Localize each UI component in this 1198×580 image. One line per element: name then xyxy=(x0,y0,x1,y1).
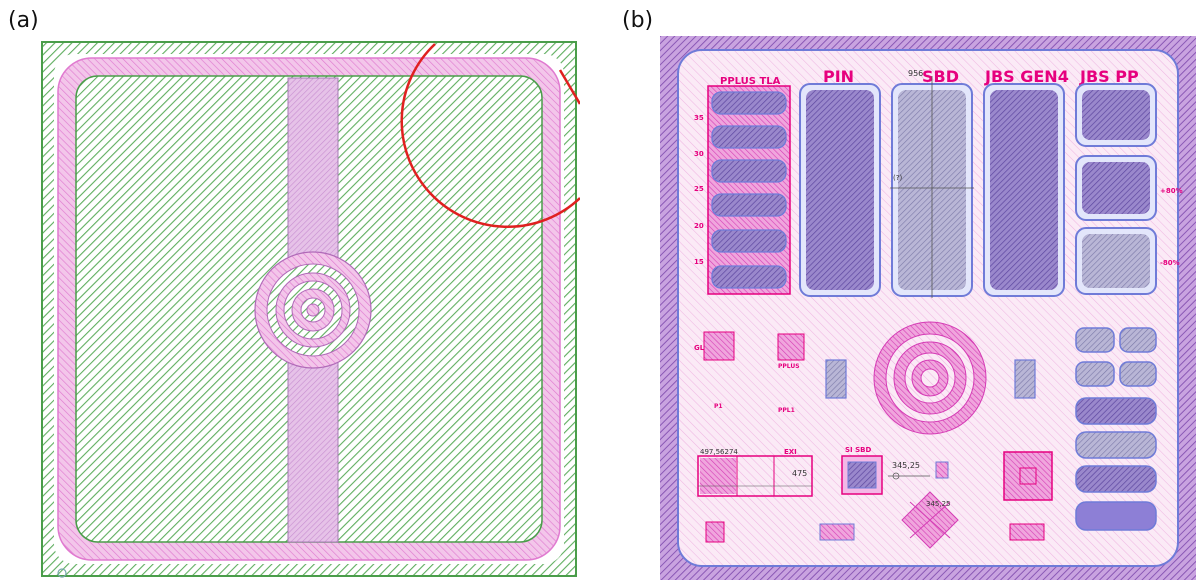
bottom-block-2 xyxy=(819,523,855,541)
lbl-35: 35 xyxy=(694,114,704,122)
measure-top: 956 xyxy=(908,69,923,78)
ring-core xyxy=(306,303,320,317)
title-jbs-pp: JBS PP xyxy=(1079,67,1139,86)
lbl-plus80: +80% xyxy=(1160,187,1183,195)
lbl-gl: GL xyxy=(694,344,705,352)
measure-left: (?) xyxy=(893,174,902,182)
corner-marker-icon xyxy=(57,568,67,578)
lbl-ppl1: PPL1 xyxy=(778,407,795,414)
bottom-box-label-right: EXI xyxy=(784,448,797,456)
lbl-25: 25 xyxy=(694,185,704,193)
red-line xyxy=(558,69,580,105)
layout-b: PPLUS TLA PIN SBD JBS GEN4 JBS PP 956 35… xyxy=(660,36,1196,580)
dim-345-2: 345,25 xyxy=(926,500,951,508)
jbs-gen4-pad xyxy=(990,90,1058,290)
dim-345: 345,25 xyxy=(892,461,920,470)
jbs-pp-pad-1 xyxy=(1082,90,1150,140)
pin-pad xyxy=(806,90,874,290)
bottom-box-row xyxy=(697,455,813,497)
small-cell xyxy=(935,461,949,479)
jbs-pp-pad-2 xyxy=(1082,162,1150,214)
red-arc xyxy=(400,43,580,228)
small-pad-left xyxy=(825,359,847,399)
si-sbd-pad xyxy=(847,461,877,489)
gl-structure xyxy=(703,331,735,361)
panel-a-label: (a) xyxy=(8,8,39,33)
dim-475: 475 xyxy=(792,469,807,478)
lbl-p1: P1 xyxy=(714,403,723,410)
lbl-pplus: PPLUS xyxy=(778,363,800,370)
pplus-pads xyxy=(711,91,787,289)
right-small-pads xyxy=(1075,327,1157,531)
lbl-30: 30 xyxy=(694,150,704,158)
title-sbd: SBD xyxy=(922,67,959,86)
title-pplus-tla: PPLUS TLA xyxy=(720,76,781,87)
title-pin: PIN xyxy=(823,67,854,86)
small-pad-right xyxy=(1014,359,1036,399)
bottom-block-3 xyxy=(1009,523,1045,541)
title-jbs-gen4: JBS GEN4 xyxy=(984,67,1069,86)
pplus-structure xyxy=(777,333,805,361)
lbl-si-sbd: SI SBD xyxy=(845,446,871,454)
concentric-ring-device xyxy=(873,321,987,435)
lbl-15: 15 xyxy=(694,258,704,266)
panel-b-label: (b) xyxy=(622,8,654,33)
lbl-minus80: -80% xyxy=(1160,259,1180,267)
jbs-pp-pad-3 xyxy=(1082,234,1150,288)
bottom-block-1 xyxy=(705,521,725,543)
bottom-box-label: 497,56274 xyxy=(700,448,738,456)
lbl-20: 20 xyxy=(694,222,704,230)
target-icon xyxy=(892,472,900,480)
layout-a xyxy=(41,41,580,578)
pplus-tla-block xyxy=(707,85,791,295)
bottom-square-core xyxy=(1019,467,1037,485)
diamond-structure xyxy=(901,491,959,549)
